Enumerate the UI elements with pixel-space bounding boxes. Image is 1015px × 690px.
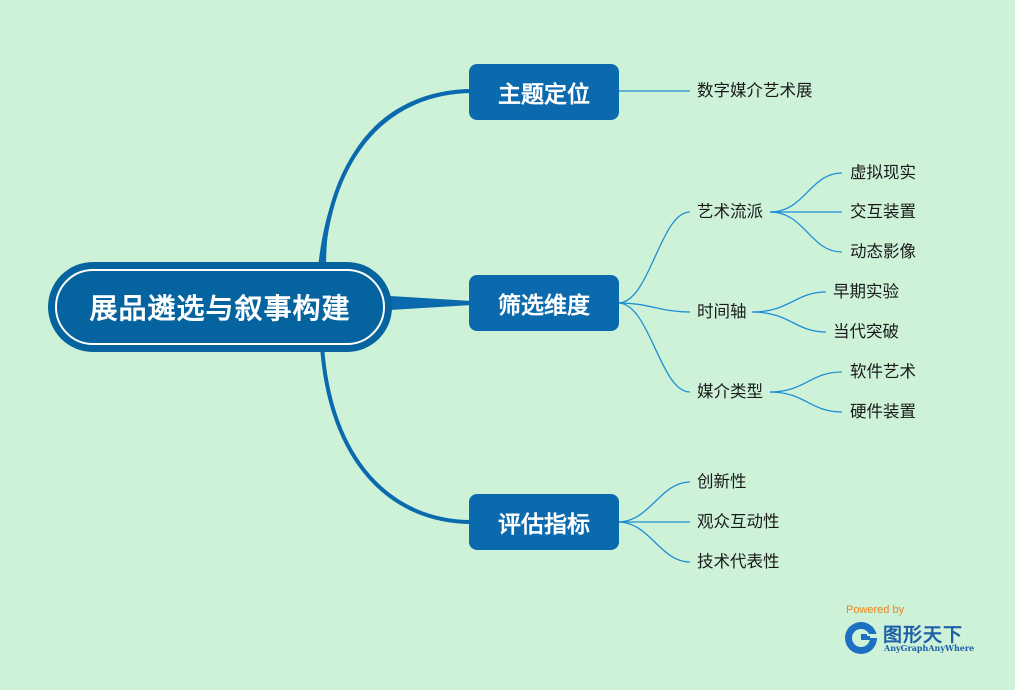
leaf-node[interactable]: 动态影像 — [850, 242, 916, 261]
logo-name: 图形天下 — [883, 624, 964, 646]
root-node-label: 展品遴选与叙事构建 — [89, 292, 351, 325]
connector-media-hardware — [769, 391, 843, 413]
subtopic-node[interactable]: 时间轴 — [697, 302, 747, 321]
logo-g-icon — [845, 622, 879, 654]
trunk-to-filter — [390, 296, 472, 310]
connector-style-moving — [769, 211, 843, 253]
connector-time-current — [751, 311, 827, 333]
connector-time-early — [751, 291, 827, 313]
leaf-node[interactable]: 观众互动性 — [697, 512, 780, 531]
connector-style-vr — [769, 172, 843, 213]
connector-filter-style — [617, 211, 691, 304]
trunk-to-theme-line — [320, 89, 473, 269]
topic-node-metrics[interactable]: 评估指标 — [469, 494, 619, 550]
connector-filter-time — [617, 302, 691, 313]
logo-subtitle: AnyGraphAnyWhere — [884, 643, 975, 653]
topic-node-label: 筛选维度 — [498, 293, 590, 319]
topic-node-label: 评估指标 — [498, 512, 590, 538]
topic-node-label: 主题定位 — [498, 82, 590, 108]
brand-logo: Powered by 图形天下 AnyGraphAnyWhere — [843, 604, 978, 658]
leaf-node[interactable]: 硬件装置 — [850, 402, 916, 421]
leaf-node[interactable]: 早期实验 — [833, 282, 899, 301]
leaf-node[interactable]: 技术代表性 — [697, 552, 780, 571]
connector-filter-media — [617, 302, 691, 393]
leaf-node[interactable]: 交互装置 — [850, 202, 916, 221]
root-node-frame: 展品遴选与叙事构建 — [55, 269, 385, 345]
leaf-node[interactable]: 创新性 — [697, 472, 747, 491]
root-node[interactable]: 展品遴选与叙事构建 — [48, 262, 392, 352]
powered-by-text: Powered by — [846, 604, 905, 616]
leaf-node[interactable]: 数字媒介艺术展 — [697, 81, 813, 100]
leaf-node[interactable]: 虚拟现实 — [850, 163, 916, 182]
leaf-node[interactable]: 软件艺术 — [850, 362, 916, 381]
topic-node-theme[interactable]: 主题定位 — [469, 64, 619, 120]
topic-node-filter[interactable]: 筛选维度 — [469, 275, 619, 331]
leaf-node[interactable]: 当代突破 — [833, 322, 899, 341]
subtopic-node[interactable]: 媒介类型 — [697, 382, 763, 401]
connector-metrics-innovation — [617, 481, 691, 523]
trunk-to-metrics-line — [320, 345, 473, 524]
connector-media-software — [769, 371, 843, 393]
subtopic-node[interactable]: 艺术流派 — [697, 202, 763, 221]
connector-metrics-tech — [617, 521, 691, 563]
